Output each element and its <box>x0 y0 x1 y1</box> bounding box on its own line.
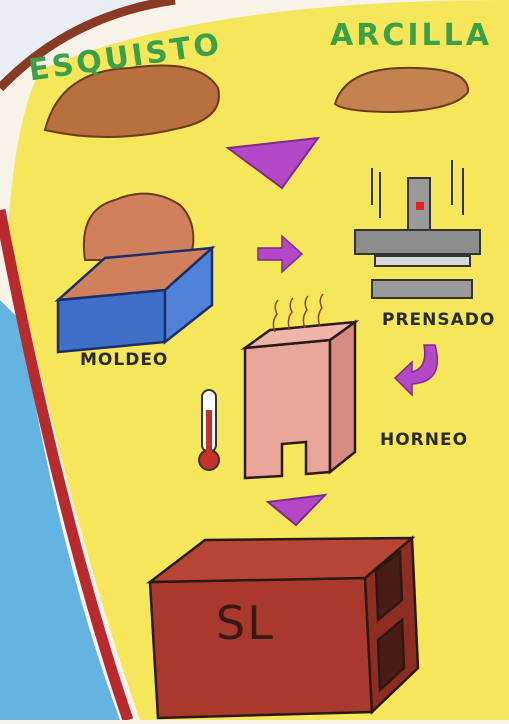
brick-label: SL <box>216 596 275 650</box>
label-arcilla: ARCILLA <box>330 18 492 53</box>
label-prensado: PRENSADO <box>382 310 495 330</box>
label-horneo: HORNEO <box>380 430 468 450</box>
thermometer-icon <box>199 390 219 470</box>
label-moldeo: MOLDEO <box>80 350 168 370</box>
final-brick-icon <box>150 538 418 718</box>
